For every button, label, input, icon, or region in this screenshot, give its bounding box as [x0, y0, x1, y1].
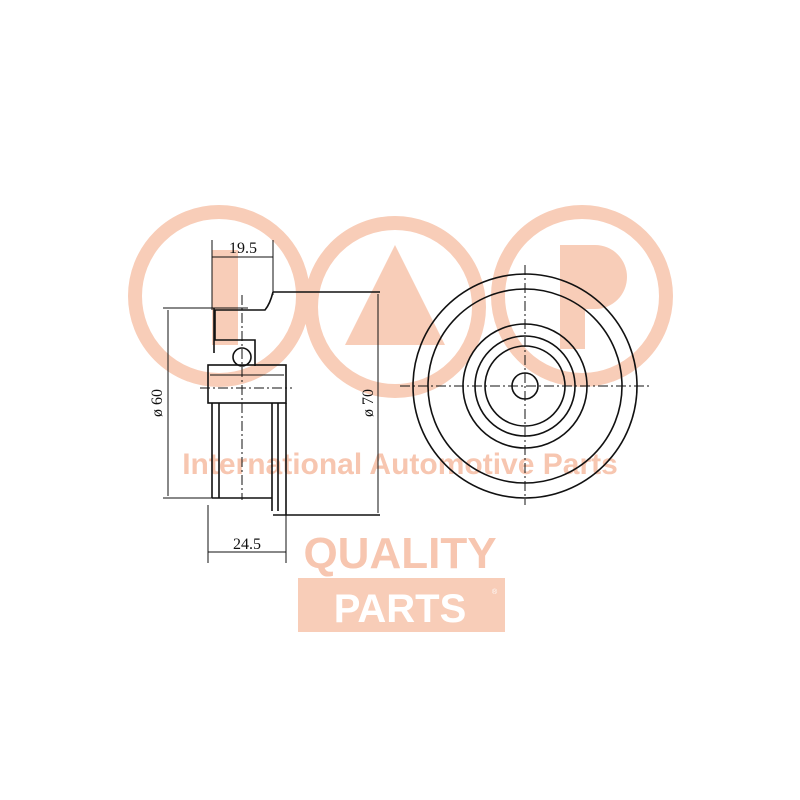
front-view: [400, 265, 650, 505]
quality-text: QUALITY: [303, 529, 496, 578]
iap-logo-watermark: [128, 205, 673, 398]
registered-mark: ®: [492, 588, 498, 596]
dimension-dia-60: ø 60: [149, 389, 166, 417]
dimension-19-5: 19.5: [229, 240, 257, 257]
brand-text: International Automotive Parts: [182, 448, 618, 481]
dimension-dia-70: ø 70: [360, 389, 377, 417]
parts-text: PARTS: [334, 587, 467, 631]
side-view: [163, 240, 380, 563]
parts-box: [298, 578, 505, 632]
dimension-24-5: 24.5: [233, 536, 261, 553]
